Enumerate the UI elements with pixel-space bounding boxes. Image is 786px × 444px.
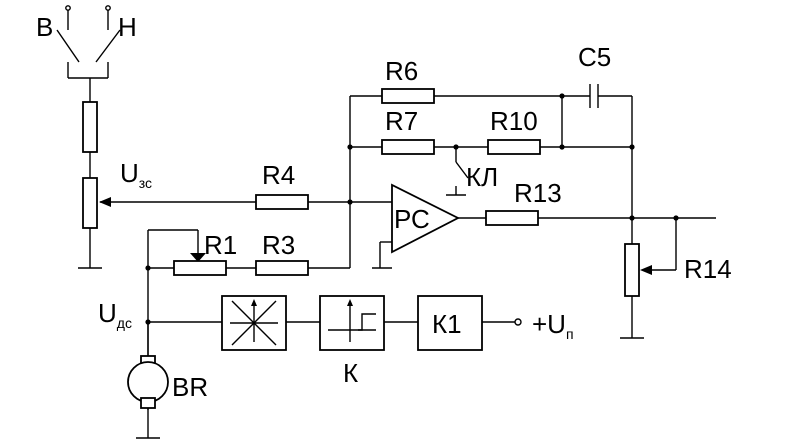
resistor-r3 — [255, 260, 309, 276]
u-zs-sub: зс — [139, 175, 152, 191]
rectifier-characteristic-icon — [230, 299, 278, 346]
kl-label: КЛ — [466, 162, 498, 192]
r6-label: R6 — [385, 56, 418, 86]
left-series-resistor — [82, 101, 98, 153]
resistor-r10 — [487, 139, 541, 155]
u-ds-main: U — [98, 298, 117, 328]
r3-label: R3 — [262, 230, 295, 260]
resistor-r4 — [255, 194, 309, 210]
kl-switch-blade — [455, 161, 469, 179]
potentiometer-r14 — [624, 243, 640, 297]
supply-sub: п — [566, 326, 574, 342]
c5-label: C5 — [578, 42, 611, 72]
direction-switches — [56, 5, 121, 102]
switch-v-blade — [56, 29, 80, 63]
k1-label: К1 — [432, 309, 462, 339]
relay-k1-block — [417, 295, 483, 351]
r7-label: R7 — [385, 106, 418, 136]
r1-label: R1 — [204, 230, 237, 260]
u-ds-sub: дс — [117, 315, 132, 331]
r1-wiper-arrow — [190, 253, 206, 262]
op-amp-rs — [391, 183, 460, 254]
r10-label: R10 — [490, 106, 538, 136]
r13-label: R13 — [514, 178, 562, 208]
resistor-r1 — [173, 260, 227, 276]
supply-prefix: +U — [532, 309, 566, 339]
r14-label: R14 — [684, 254, 732, 284]
setpoint-potentiometer — [82, 177, 98, 229]
u-zs-main: U — [120, 158, 139, 188]
tachogenerator-br — [127, 361, 169, 403]
r4-label: R4 — [262, 160, 295, 190]
r14-wiper-arrow — [640, 265, 652, 275]
setpoint-wiper-arrow — [99, 197, 111, 207]
resistor-r13 — [485, 210, 539, 226]
resistor-r7 — [381, 139, 435, 155]
br-label: BR — [172, 372, 208, 402]
svg-text:+Uп: +Uп — [532, 309, 574, 342]
comparator-characteristic-icon — [328, 299, 376, 342]
resistor-r6 — [381, 88, 435, 104]
supply-terminal — [514, 318, 522, 326]
switch-n-label: Н — [118, 12, 137, 42]
svg-text:Uдс: Uдс — [98, 298, 132, 331]
brush-bottom — [140, 397, 156, 409]
svg-text:Uзс: Uзс — [120, 158, 152, 191]
k-block-label: К — [343, 358, 358, 388]
rs-label: РС — [394, 204, 430, 234]
switch-v-label: В — [36, 12, 53, 42]
switch-n-blade — [95, 29, 121, 63]
